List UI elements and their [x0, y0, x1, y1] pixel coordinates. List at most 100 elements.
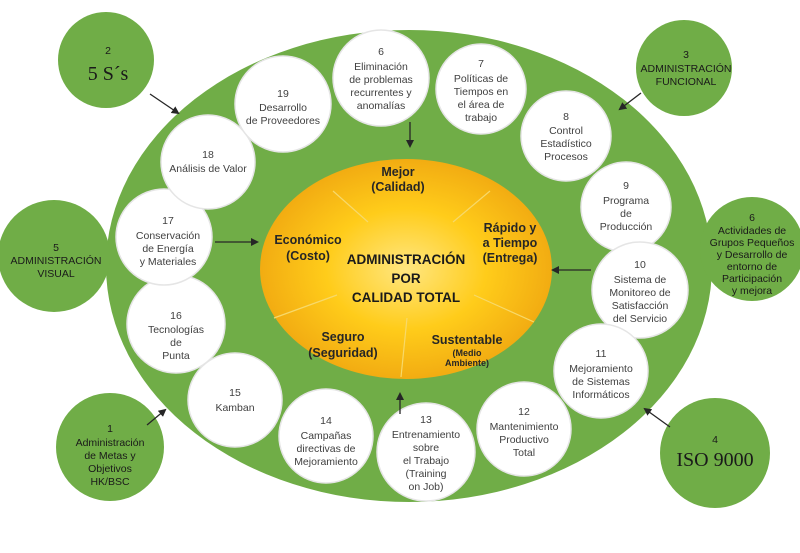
svg-text:Procesos: Procesos	[544, 151, 588, 163]
arrow-iso	[643, 407, 671, 428]
svg-text:Objetivos: Objetivos	[88, 463, 132, 475]
svg-text:ISO 9000: ISO 9000	[676, 449, 753, 471]
svg-text:14: 14	[320, 415, 332, 427]
bubble-7: 7 Políticas de Tiempos en el área de tra…	[435, 43, 527, 135]
outer-5-visual: 5 ADMINISTRACIÓN VISUAL	[0, 200, 110, 312]
svg-text:Grupos Pequeños: Grupos Pequeños	[710, 237, 795, 249]
svg-text:VISUAL: VISUAL	[37, 268, 75, 280]
bubble-6: 6 Eliminación de problemas recurrentes y…	[332, 29, 430, 127]
svg-text:Desarrollo: Desarrollo	[259, 102, 307, 114]
bubble-17: 17 Conservación de Energía y Materiales	[115, 188, 213, 286]
svg-text:Conservación: Conservación	[136, 230, 200, 242]
svg-text:Kamban: Kamban	[215, 402, 254, 414]
svg-text:(Entrega): (Entrega)	[483, 251, 538, 265]
svg-text:15: 15	[229, 387, 241, 399]
svg-text:12: 12	[518, 406, 530, 418]
svg-text:Entrenamiento: Entrenamiento	[392, 429, 460, 441]
svg-text:de Metas y: de Metas y	[84, 450, 136, 462]
svg-text:y mejora: y mejora	[732, 285, 772, 297]
svg-text:Control: Control	[549, 125, 583, 137]
svg-text:de Proveedores: de Proveedores	[246, 115, 320, 127]
svg-text:(Calidad): (Calidad)	[371, 180, 424, 194]
svg-text:5 S´s: 5 S´s	[88, 63, 129, 85]
svg-text:sobre: sobre	[413, 442, 439, 454]
svg-text:Satisfacción: Satisfacción	[612, 300, 669, 312]
bubble-13: 13 Entrenamiento sobre el Trabajo (Train…	[376, 402, 476, 502]
svg-text:18: 18	[202, 149, 214, 161]
bubble-14: 14 Campañas directivas de Mejoramiento	[278, 388, 374, 484]
svg-text:8: 8	[563, 111, 569, 123]
segment-mejor: Mejor (Calidad)	[371, 165, 424, 194]
svg-text:(Costo): (Costo)	[286, 249, 330, 263]
svg-text:Monitoreo de: Monitoreo de	[609, 287, 670, 299]
svg-text:9: 9	[623, 180, 629, 192]
svg-text:POR: POR	[391, 271, 421, 286]
svg-text:de: de	[620, 208, 632, 220]
svg-text:Tecnologías: Tecnologías	[148, 324, 204, 336]
segment-rapido: Rápido y a Tiempo (Entrega)	[483, 221, 538, 265]
outer-4-iso: 4 ISO 9000	[660, 398, 770, 508]
svg-text:Análisis de Valor: Análisis de Valor	[169, 163, 247, 175]
svg-text:2: 2	[105, 45, 111, 57]
bubble-12: 12 Mantenimiento Productivo Total	[476, 381, 572, 477]
svg-text:Eliminación: Eliminación	[354, 61, 408, 73]
svg-text:recurrentes y: recurrentes y	[350, 87, 412, 99]
svg-text:7: 7	[478, 58, 484, 70]
svg-text:de Sistemas: de Sistemas	[572, 376, 630, 388]
svg-text:y Materiales: y Materiales	[140, 256, 197, 268]
svg-text:Políticas de: Políticas de	[454, 73, 508, 85]
svg-text:a Tiempo: a Tiempo	[483, 236, 538, 250]
svg-text:de problemas: de problemas	[349, 74, 413, 86]
svg-text:del Servicio: del Servicio	[613, 313, 667, 325]
svg-text:Campañas: Campañas	[301, 430, 352, 442]
bubble-16: 16 Tecnologías de Punta	[126, 274, 226, 374]
svg-text:HK/BSC: HK/BSC	[90, 476, 130, 488]
bubble-9: 9 Programa de Producción	[580, 161, 672, 253]
svg-text:Mejor: Mejor	[381, 165, 414, 179]
svg-text:16: 16	[170, 310, 182, 322]
svg-text:Económico: Económico	[274, 233, 342, 247]
arrow-funcional	[618, 92, 642, 111]
svg-text:ADMINISTRACIÓN: ADMINISTRACIÓN	[10, 254, 101, 267]
segment-dividers	[273, 190, 535, 378]
svg-text:11: 11	[596, 348, 607, 360]
svg-text:on Job): on Job)	[408, 481, 443, 493]
svg-text:entorno de: entorno de	[727, 261, 777, 273]
svg-text:Tiempos en: Tiempos en	[454, 86, 509, 98]
svg-text:13: 13	[420, 414, 432, 426]
segment-seguro: Seguro (Seguridad)	[308, 330, 377, 360]
svg-text:10: 10	[634, 259, 646, 271]
svg-text:(Seguridad): (Seguridad)	[308, 346, 377, 360]
svg-text:Rápido y: Rápido y	[484, 221, 537, 235]
svg-text:17: 17	[162, 215, 174, 227]
svg-text:el área de: el área de	[458, 99, 505, 111]
svg-text:Administración: Administración	[76, 437, 145, 449]
svg-text:anomalías: anomalías	[357, 100, 405, 112]
svg-text:Sustentable: Sustentable	[432, 333, 503, 347]
svg-text:5: 5	[53, 242, 59, 254]
segment-economico: Económico (Costo)	[274, 233, 342, 263]
svg-text:Estadístico: Estadístico	[540, 138, 592, 150]
svg-text:CALIDAD TOTAL: CALIDAD TOTAL	[352, 290, 460, 305]
svg-text:y Desarrollo de: y Desarrollo de	[717, 249, 788, 261]
bubble-11: 11 Mejoramiento de Sistemas Informáticos	[553, 323, 649, 419]
svg-text:Producción: Producción	[600, 221, 653, 233]
svg-text:(Medio: (Medio	[453, 348, 482, 358]
svg-text:Productivo: Productivo	[499, 434, 549, 446]
svg-text:Sistema de: Sistema de	[614, 274, 667, 286]
svg-text:Mejoramiento: Mejoramiento	[569, 363, 633, 375]
svg-text:Programa: Programa	[603, 195, 649, 207]
svg-text:Mantenimiento: Mantenimiento	[490, 421, 559, 433]
svg-text:19: 19	[277, 88, 289, 100]
svg-text:ADMINISTRACIÓN: ADMINISTRACIÓN	[347, 252, 466, 267]
svg-text:1: 1	[107, 423, 113, 435]
center-title: ADMINISTRACIÓN POR CALIDAD TOTAL	[347, 252, 466, 305]
arrow-5s	[149, 93, 180, 115]
svg-text:Informáticos: Informáticos	[572, 389, 629, 401]
center-disc	[260, 159, 552, 379]
bubble-18: 18 Análisis de Valor	[160, 114, 256, 210]
arrow-metas	[146, 408, 167, 426]
svg-text:Total: Total	[513, 447, 535, 459]
svg-text:de Energía: de Energía	[142, 243, 194, 255]
svg-text:6: 6	[749, 212, 755, 224]
